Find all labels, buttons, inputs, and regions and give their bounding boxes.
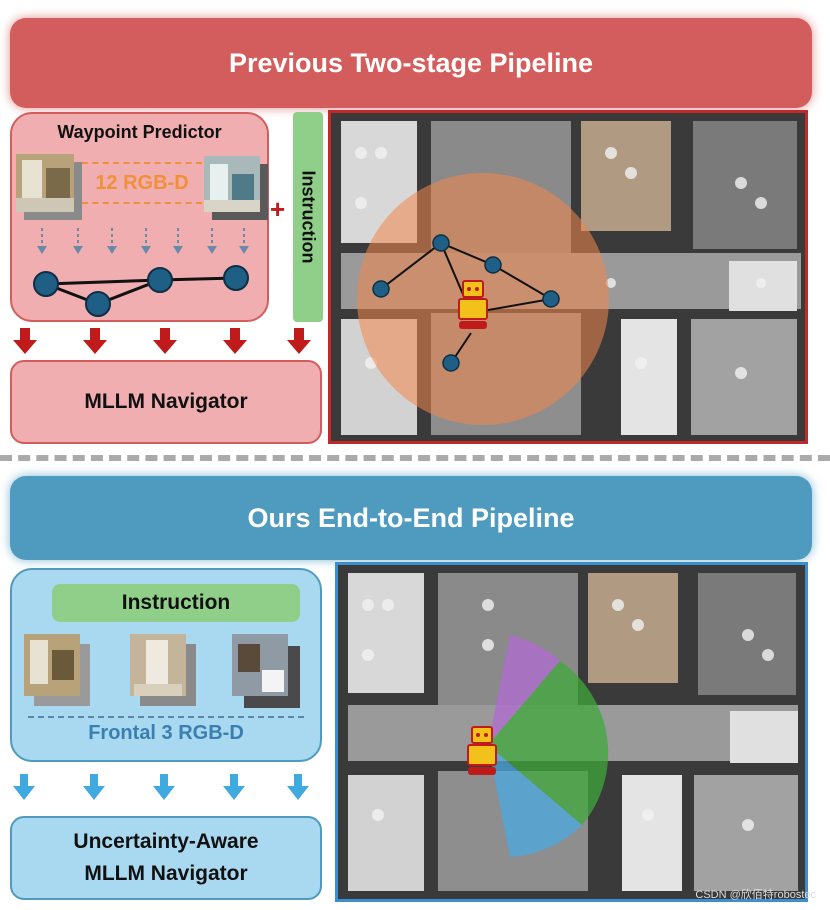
uncertainty-sector-green <box>488 661 609 825</box>
red-arrows-row <box>13 328 311 354</box>
floorplan-top-svg <box>331 113 805 441</box>
robot-icon <box>458 280 488 329</box>
watermark: CSDN @欣佰特robostec <box>695 889 816 901</box>
instruction-vertical-label: Instruction <box>298 170 319 264</box>
room-thumbnail-left <box>16 154 82 220</box>
frontal-dash-line <box>28 716 304 718</box>
floorplan-map-bottom <box>335 562 808 902</box>
instruction-vertical-box: Instruction <box>293 112 323 322</box>
bottom-pipeline-title: Ours End-to-End Pipeline <box>247 502 575 533</box>
instruction-box: Instruction <box>52 584 300 622</box>
down-arrow-icon <box>13 774 309 800</box>
bottom-pipeline-banner: Ours End-to-End Pipeline <box>10 476 812 560</box>
floorplan-bottom-svg <box>338 565 805 899</box>
waypoint-graph <box>33 228 249 317</box>
uncertainty-sector-purple <box>488 635 560 745</box>
waypoint-node-icon <box>33 265 249 317</box>
frontal-input-panel: Instruction Frontal 3 RGB-D <box>10 568 322 762</box>
room-thumbnail-right <box>204 156 268 220</box>
plus-icon: + <box>270 194 286 224</box>
mllm-navigator-label: MLLM Navigator <box>84 390 248 413</box>
floorplan-map-top <box>328 110 808 444</box>
top-pipeline-title: Previous Two-stage Pipeline <box>228 47 594 78</box>
frontal-thumbnail-right <box>232 634 300 708</box>
waypoint-predictor-title: Waypoint Predictor <box>57 122 222 142</box>
waypoint-predictor-panel: Waypoint Predictor 12 RGB-D <box>10 112 269 322</box>
uncertainty-navigator-box: Uncertainty-Aware MLLM Navigator <box>10 816 322 900</box>
uncertainty-navigator-line1: Uncertainty-Aware <box>73 830 259 853</box>
rgbd-dash-top <box>82 162 202 164</box>
blue-arrows-row <box>13 774 309 800</box>
rgbd-dash-bottom <box>82 202 202 204</box>
uncertainty-navigator-line2: MLLM Navigator <box>84 862 248 885</box>
frontal-rgbd-label: Frontal 3 RGB-D <box>88 722 244 744</box>
robot-icon <box>467 726 497 775</box>
instruction-label: Instruction <box>121 591 231 614</box>
uncertainty-sector-blue <box>488 745 582 857</box>
section-divider <box>0 455 830 461</box>
frontal-thumbnail-left <box>24 634 90 706</box>
top-pipeline-banner: Previous Two-stage Pipeline <box>10 18 812 108</box>
down-arrow-icon <box>13 328 311 354</box>
mllm-navigator-box: MLLM Navigator <box>10 360 322 444</box>
rgbd-label-top: 12 RGB-D <box>95 172 189 194</box>
frontal-thumbnail-center <box>130 634 196 706</box>
